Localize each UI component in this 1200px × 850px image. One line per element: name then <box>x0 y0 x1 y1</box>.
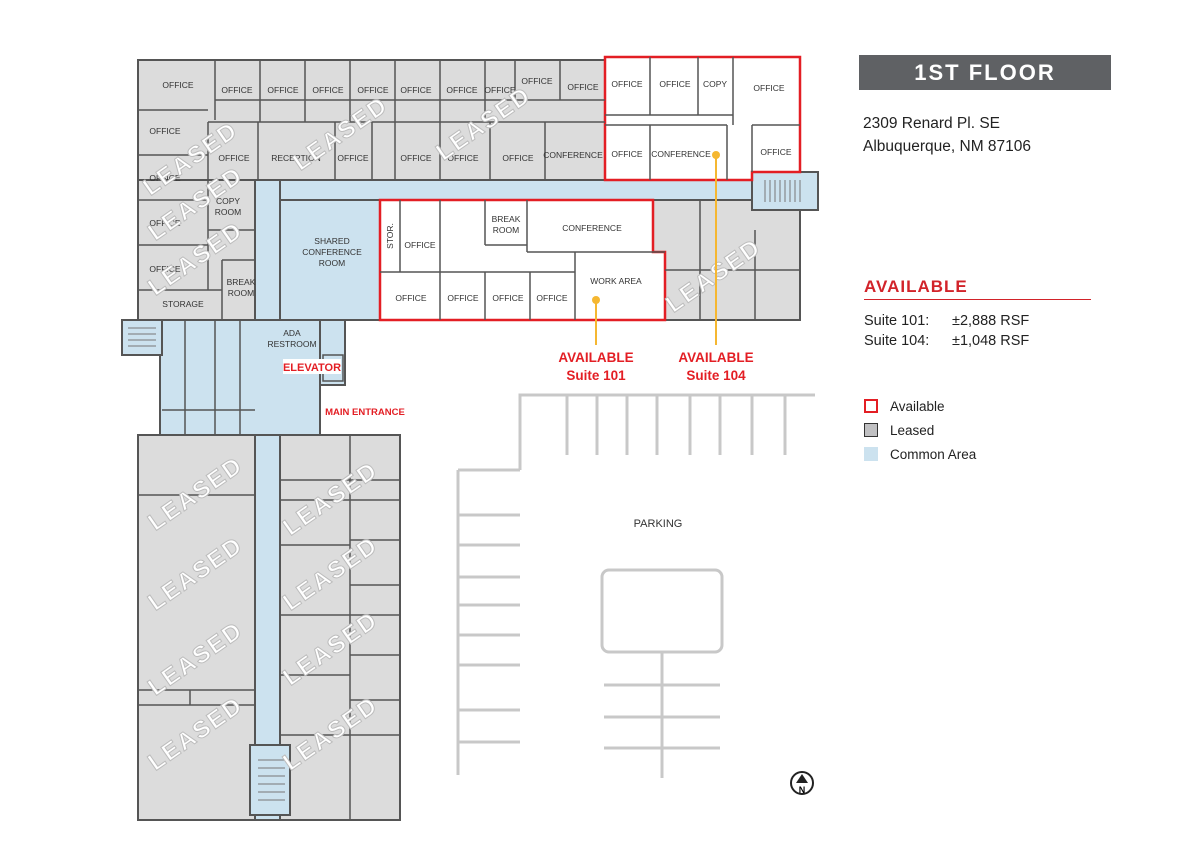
callout-line2: Suite 101 <box>566 368 626 383</box>
room-label: RESTROOM <box>267 339 316 349</box>
suite-101-callout[interactable]: AVAILABLE Suite 101 <box>558 296 634 383</box>
room-label: CONFERENCE <box>651 149 711 159</box>
room-label: ROOM <box>493 225 519 235</box>
room-labels: OFFICE OFFICE OFFICE OFFICE OFFICE OFFIC… <box>149 76 791 349</box>
suite-row: Suite 101: ±2,888 RSF <box>864 311 1029 331</box>
room-label: OFFICE <box>753 83 784 93</box>
room-label: OFFICE <box>337 153 368 163</box>
room-label: CONFERENCE <box>302 247 362 257</box>
suite-104-area[interactable] <box>603 55 802 182</box>
callout-line2: Suite 104 <box>686 368 746 383</box>
room-label: CONFERENCE <box>543 150 603 160</box>
legend-item-common: Common Area <box>864 442 976 466</box>
suite-104-callout[interactable]: AVAILABLE Suite 104 <box>678 151 754 383</box>
room-label: STOR. <box>385 223 395 249</box>
legend-item-leased: Leased <box>864 418 976 442</box>
room-label: OFFICE <box>521 76 552 86</box>
room-label: BREAK <box>227 277 256 287</box>
leased-areas <box>137 59 801 821</box>
callout-dot <box>592 296 600 304</box>
room-label: ADA <box>283 328 301 338</box>
room-label: OFFICE <box>502 153 533 163</box>
room-label: OFFICE <box>404 240 435 250</box>
room-label: BREAK <box>492 214 521 224</box>
room-label: OFFICE <box>611 79 642 89</box>
address: 2309 Renard Pl. SE Albuquerque, NM 87106 <box>863 112 1031 158</box>
address-line2: Albuquerque, NM 87106 <box>863 138 1032 155</box>
room-label: OFFICE <box>484 85 515 95</box>
callout-line1: AVAILABLE <box>558 350 633 365</box>
room-label: OFFICE <box>400 85 431 95</box>
room-label: SHARED <box>314 236 349 246</box>
callout-dot <box>712 151 720 159</box>
room-label: OFFICE <box>447 293 478 303</box>
legend-label: Common Area <box>890 446 977 462</box>
common-area-swatch <box>864 447 878 461</box>
room-label: OFFICE <box>149 218 180 228</box>
suite-name: Suite 104: <box>864 333 930 349</box>
legend-item-available: Available <box>864 394 976 418</box>
svg-text:N: N <box>799 785 806 795</box>
room-label: OFFICE <box>611 149 642 159</box>
parking-lot <box>456 393 815 778</box>
room-label: OFFICE <box>400 153 431 163</box>
callout-line1: AVAILABLE <box>678 350 753 365</box>
elevator-label-bg <box>283 359 341 374</box>
room-label: ROOM <box>228 288 254 298</box>
room-label: OFFICE <box>221 85 252 95</box>
room-label: ROOM <box>215 207 241 217</box>
room-label: OFFICE <box>218 153 249 163</box>
room-label: OFFICE <box>267 85 298 95</box>
leased-swatch <box>864 423 878 437</box>
available-heading: AVAILABLE <box>864 277 1091 300</box>
room-label: STORAGE <box>162 299 204 309</box>
address-line1: 2309 Renard Pl. SE <box>863 115 1001 132</box>
north-arrow-icon: N <box>790 771 814 795</box>
suite-name: Suite 101: <box>864 313 930 329</box>
room-label: ROOM <box>319 258 345 268</box>
interior-walls <box>138 57 800 820</box>
room-label: OFFICE <box>149 173 180 183</box>
legend-label: Leased <box>890 422 935 438</box>
room-label: OFFICE <box>312 85 343 95</box>
room-label: OFFICE <box>446 85 477 95</box>
legend: Available Leased Common Area <box>864 394 976 466</box>
room-label: OFFICE <box>536 293 567 303</box>
parking-label: PARKING <box>634 518 683 530</box>
room-label: OFFICE <box>447 153 478 163</box>
room-label: OFFICE <box>492 293 523 303</box>
room-label: COPY <box>703 79 727 89</box>
suite-size: ±1,048 RSF <box>952 333 1030 349</box>
room-label: OFFICE <box>357 85 388 95</box>
room-label: OFFICE <box>395 293 426 303</box>
room-label: COPY <box>216 196 240 206</box>
suite-size: ±2,888 RSF <box>952 313 1030 329</box>
legend-label: Available <box>890 398 945 414</box>
room-label: WORK AREA <box>590 276 642 286</box>
floor-title: 1ST FLOOR <box>859 55 1111 90</box>
stairs <box>128 180 801 801</box>
room-label: OFFICE <box>567 82 598 92</box>
room-label: OFFICE <box>162 80 193 90</box>
elevator-label: ELEVATOR <box>283 362 341 374</box>
room-label: OFFICE <box>149 264 180 274</box>
room-label: OFFICE <box>149 126 180 136</box>
main-entrance-label: MAIN ENTRANCE <box>325 407 405 418</box>
available-swatch <box>864 399 878 413</box>
room-label: OFFICE <box>760 147 791 157</box>
suite-list: Suite 101: ±2,888 RSF Suite 104: ±1,048 RS… <box>864 311 1029 351</box>
room-label: OFFICE <box>659 79 690 89</box>
room-label: RECEPTION <box>271 153 321 163</box>
room-label: CONFERENCE <box>562 223 622 233</box>
suite-row: Suite 104: ±1,048 RSF <box>864 331 1029 351</box>
